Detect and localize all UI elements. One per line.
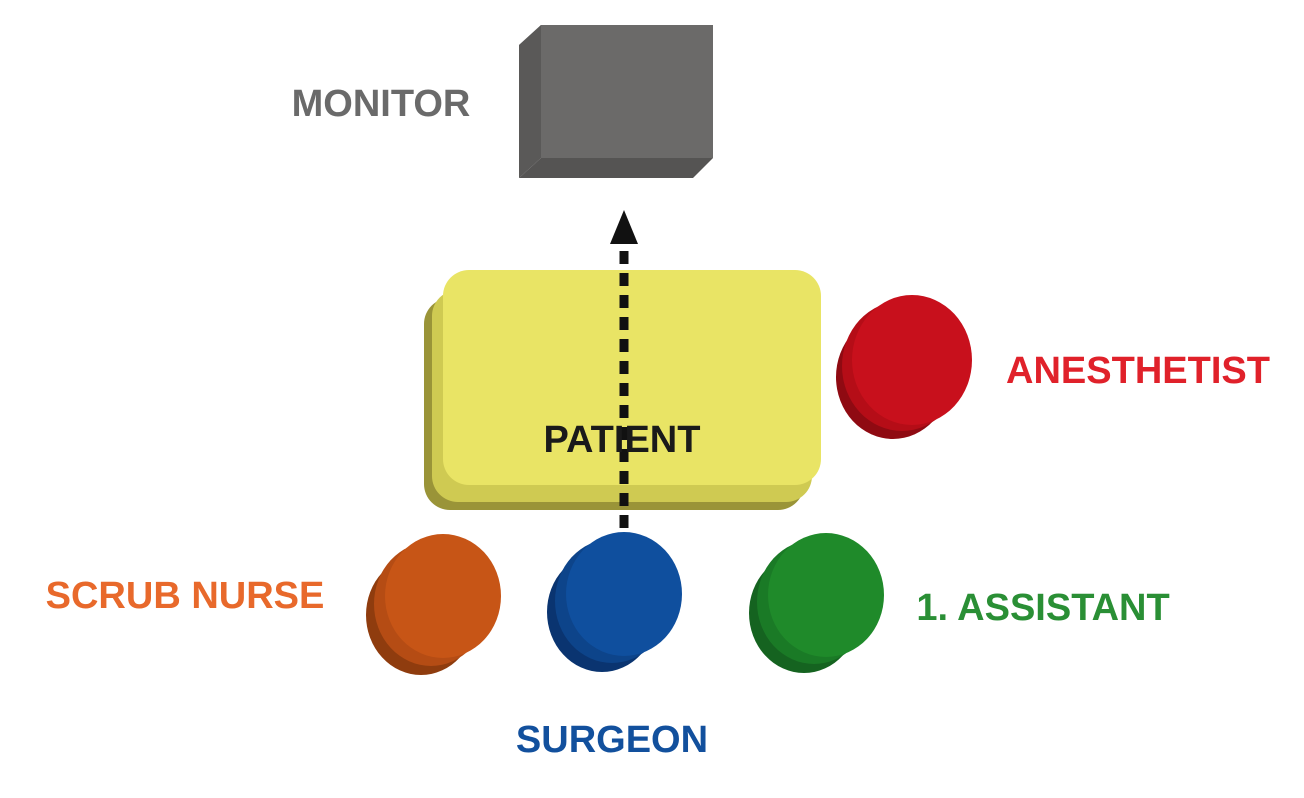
surgeon-label: SURGEON [516, 719, 708, 761]
monitor-bottom-face [519, 158, 713, 178]
monitor [519, 25, 713, 178]
line-of-sight-arrow [610, 210, 638, 528]
anesthetist-figure-top [852, 295, 972, 425]
patient-table-top [443, 270, 821, 485]
scrub-nurse-figure [366, 534, 501, 675]
assistant-figure-top [768, 533, 884, 657]
monitor-side-face [519, 25, 541, 178]
surgeon-figure [547, 532, 682, 672]
scrub-nurse-figure-top [385, 534, 501, 658]
scrub-nurse-label: SCRUB NURSE [46, 575, 325, 617]
monitor-front-face [541, 25, 713, 158]
monitor-label: MONITOR [292, 83, 471, 125]
patient-label: PATIENT [544, 419, 701, 461]
assistant-label: 1. ASSISTANT [916, 587, 1169, 629]
surgeon-figure-top [566, 532, 682, 656]
assistant-figure [749, 533, 884, 673]
anesthetist-label: ANESTHETIST [1006, 350, 1270, 392]
arrow-head [610, 210, 638, 244]
anesthetist-figure [836, 295, 972, 439]
